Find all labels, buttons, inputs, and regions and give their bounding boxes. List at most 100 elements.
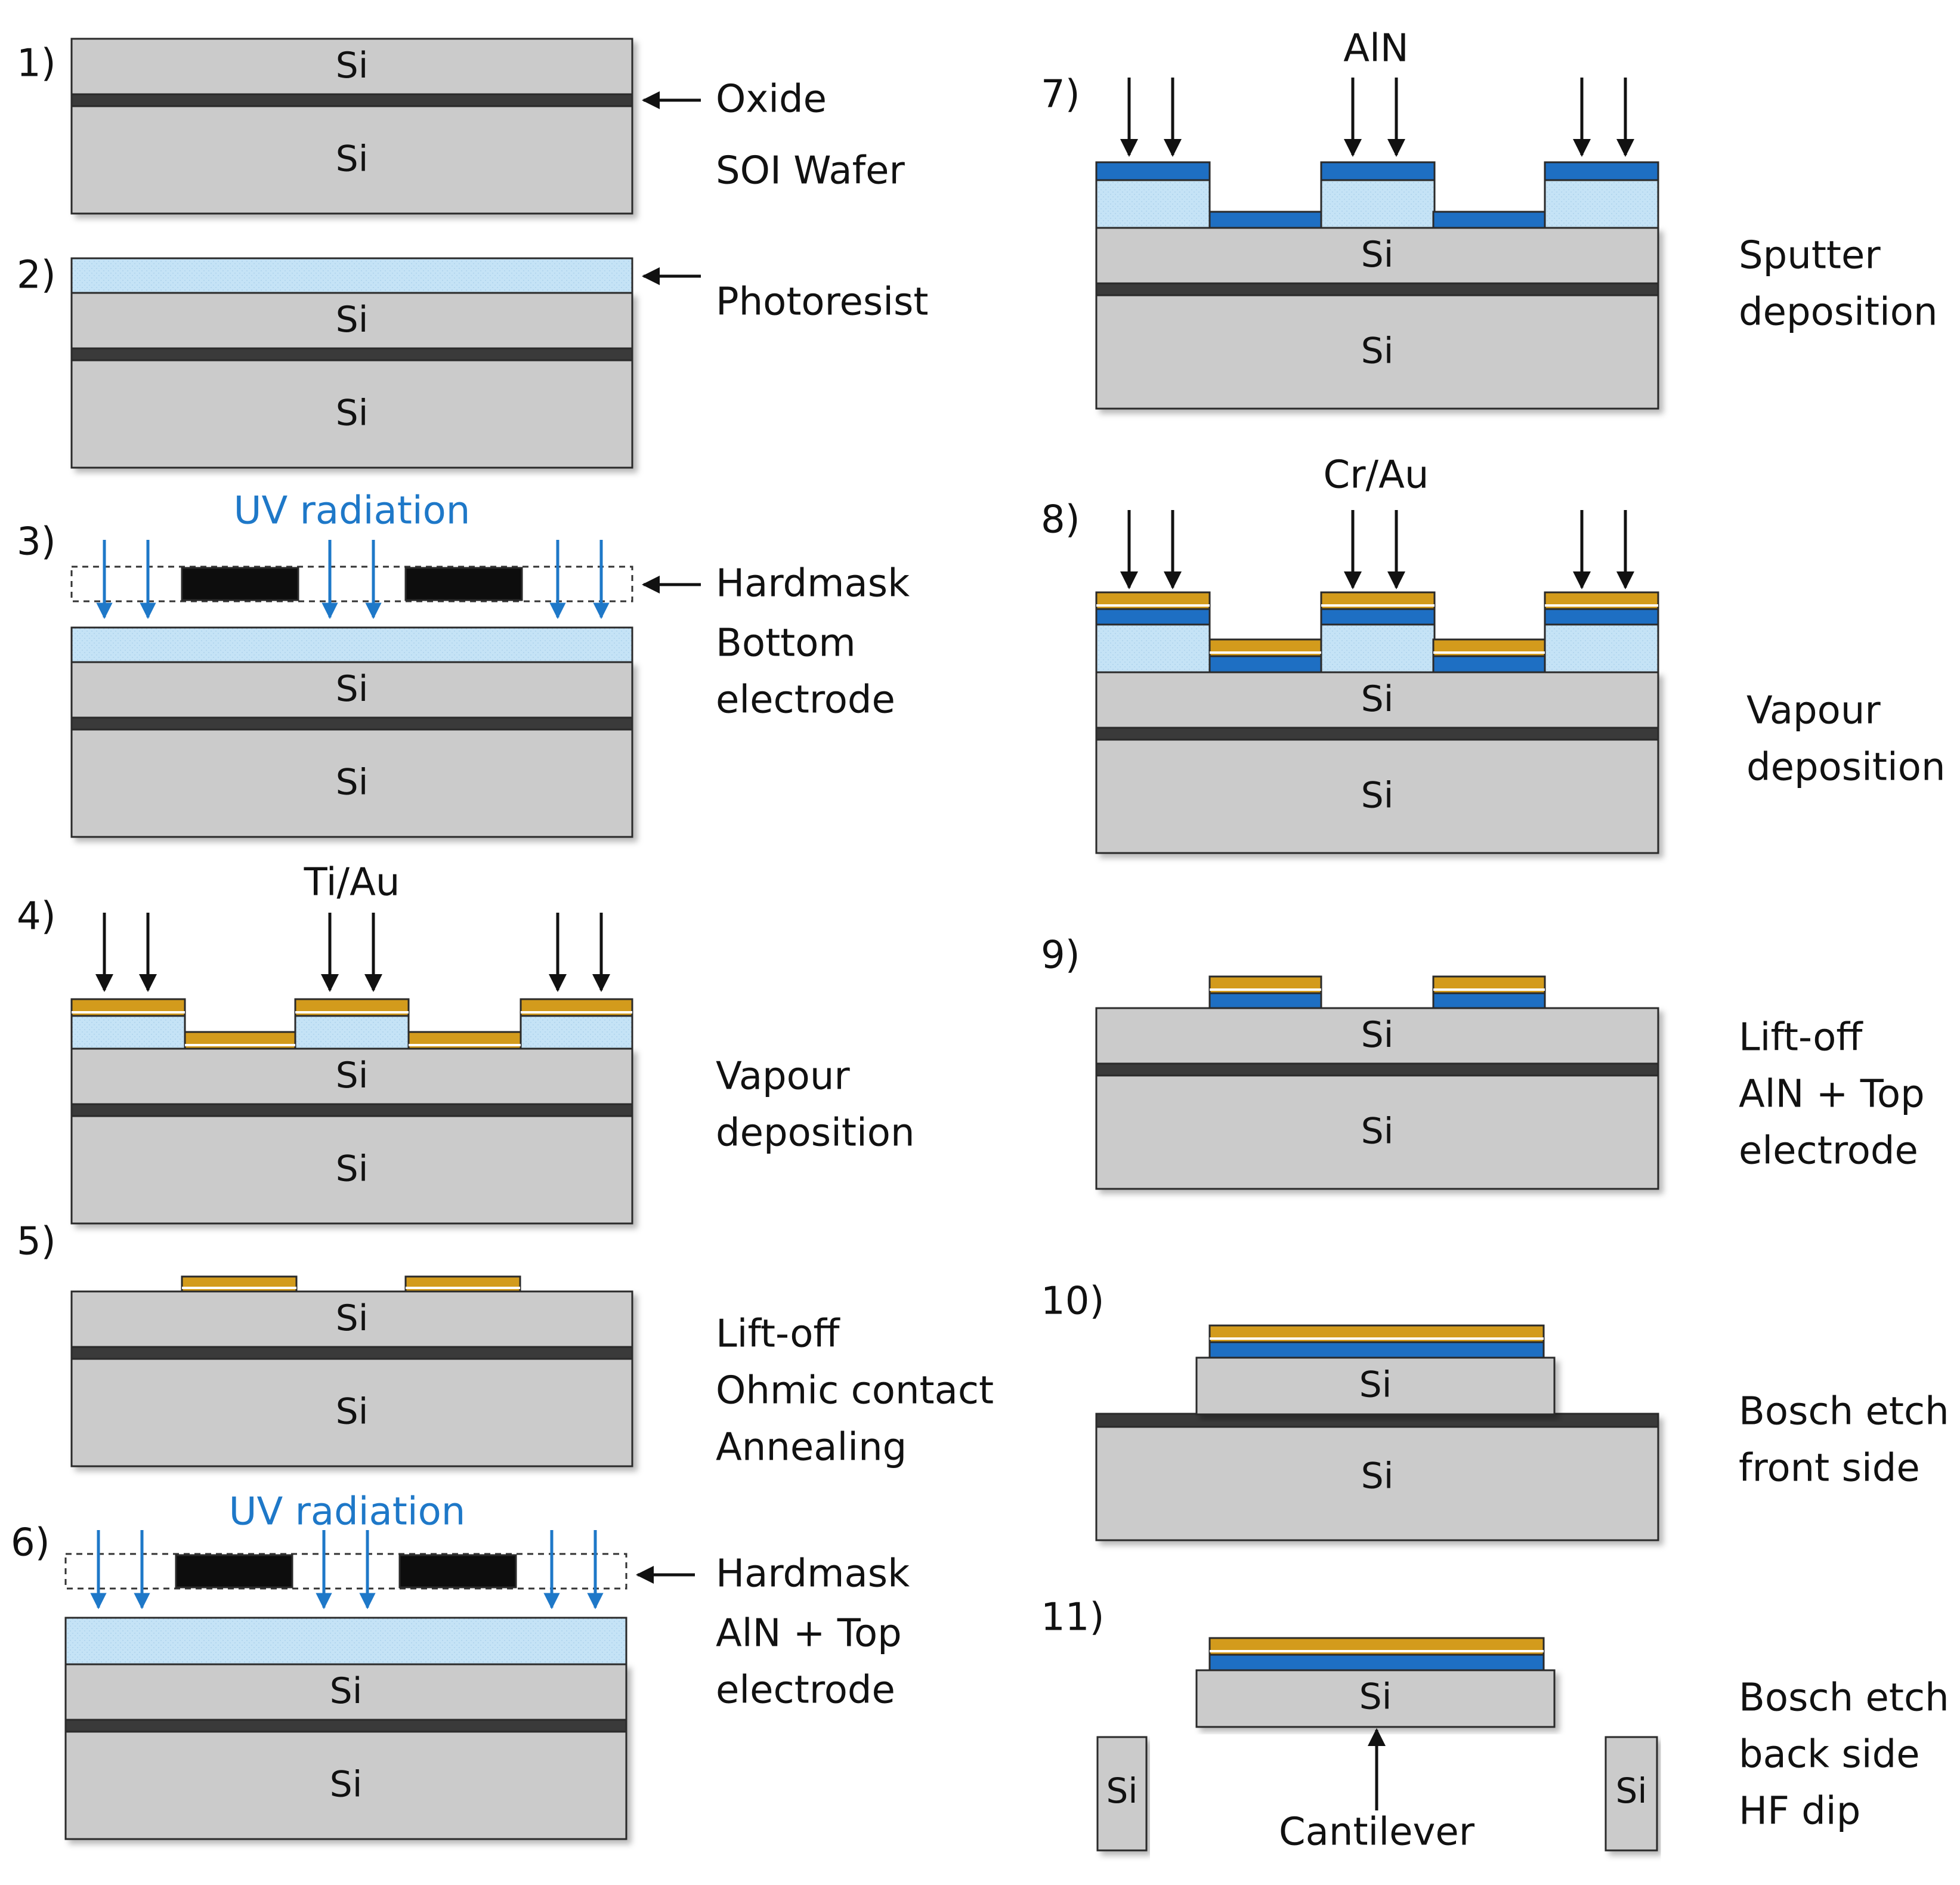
buried-oxide-layer <box>1095 1062 1659 1077</box>
handle-si-layer <box>64 1731 627 1840</box>
photoresist-island <box>1544 622 1659 673</box>
device-si-mesa <box>1195 1356 1556 1416</box>
ti-au-on-resist <box>520 998 633 1017</box>
hardmask-outline <box>64 1553 627 1590</box>
device-si-layer <box>70 292 633 350</box>
aln-layer <box>1208 1653 1545 1671</box>
step-note: Bosch etch <box>1739 1390 1949 1434</box>
pointer-label: Hardmask <box>716 562 910 606</box>
si-label: Si <box>336 45 369 86</box>
cr-au-layer <box>1432 638 1546 657</box>
device-si-layer <box>1095 227 1659 285</box>
gold-layer <box>404 1275 521 1293</box>
photoresist-island <box>1544 178 1659 229</box>
photoresist-island <box>520 1013 633 1050</box>
handle-si-layer <box>70 1358 633 1467</box>
buried-oxide-layer <box>70 1346 633 1360</box>
step-note: back side <box>1739 1733 1920 1777</box>
aln-layer <box>1432 991 1546 1009</box>
step-note: deposition <box>1746 746 1946 790</box>
cr-au-top-electrode <box>1208 1324 1545 1343</box>
cr-au-layer <box>1208 638 1322 657</box>
si-label: Si <box>1361 775 1394 817</box>
ti-au-contact <box>181 1275 298 1293</box>
handle-si-layer <box>1095 738 1659 854</box>
photoresist-island <box>294 1013 410 1050</box>
photoresist-island <box>1095 178 1211 229</box>
handle-si-layer <box>1095 1414 1659 1541</box>
step-note: SOI Wafer <box>716 149 905 193</box>
si-label: Si <box>336 138 369 180</box>
mask-block <box>398 1554 517 1589</box>
device-si-layer <box>70 1047 633 1105</box>
ti-au-on-si <box>407 1031 522 1050</box>
mask-block <box>175 1554 293 1589</box>
si-label: Si <box>336 1297 369 1339</box>
si-label: Si <box>330 1670 363 1712</box>
cantilever-si <box>1195 1669 1556 1728</box>
handle-si-layer <box>1095 1074 1659 1190</box>
photoresist-layer <box>70 626 633 663</box>
step-note: Annealing <box>716 1426 907 1470</box>
aln-layer <box>1432 654 1546 673</box>
si-label: Si <box>1361 234 1394 276</box>
pointer-label: Photoresist <box>716 280 928 325</box>
si-label: Si <box>1361 678 1394 720</box>
deposit-material-label: Ti/Au <box>304 861 400 905</box>
step-note: Sputter <box>1739 234 1881 278</box>
step-number: 8) <box>1041 498 1080 542</box>
handle-si-layer <box>1095 294 1659 410</box>
si-label: Si <box>336 1055 369 1096</box>
step-number: 11) <box>1041 1596 1104 1640</box>
pointer-label: Hardmask <box>716 1552 910 1596</box>
buried-oxide-layer <box>70 93 633 107</box>
step-note: deposition <box>716 1111 915 1155</box>
step-note: Bottom <box>716 622 856 666</box>
mask-block <box>181 567 299 601</box>
si-label: Si <box>336 393 369 434</box>
device-si-layer <box>1095 671 1659 729</box>
step-number: 3) <box>17 520 56 564</box>
aln-layer <box>1208 654 1322 673</box>
aln-layer <box>1208 991 1322 1009</box>
aln-layer <box>1095 161 1211 181</box>
aln-layer <box>1095 607 1211 626</box>
aln-layer <box>1320 607 1436 626</box>
step-note: Vapour <box>716 1055 850 1099</box>
aln-layer <box>1320 161 1436 181</box>
ti-au-on-resist <box>70 998 186 1017</box>
aln-layer <box>1208 1340 1545 1359</box>
aln-layer <box>1208 211 1322 229</box>
step-note: electrode <box>716 1668 895 1713</box>
step-number: 1) <box>17 42 56 86</box>
handle-si-layer <box>70 728 633 838</box>
handle-si-layer <box>70 105 633 215</box>
si-label: Si <box>336 1391 369 1433</box>
step-note: Lift-off <box>716 1312 840 1356</box>
si-label: Si <box>1106 1770 1138 1811</box>
deposit-material-label: AlN <box>1343 27 1408 71</box>
device-si-layer <box>70 38 633 95</box>
cr-au-top-electrode <box>1208 1637 1545 1656</box>
step-note: electrode <box>716 678 895 722</box>
device-si-layer <box>70 661 633 719</box>
buried-oxide-layer <box>1095 1413 1659 1428</box>
step-note: Ohmic contact <box>716 1369 994 1413</box>
step-number: 2) <box>17 254 56 298</box>
buried-oxide-layer <box>1095 727 1659 741</box>
si-label: Si <box>1361 330 1394 372</box>
pointer-label: Oxide <box>716 78 827 122</box>
